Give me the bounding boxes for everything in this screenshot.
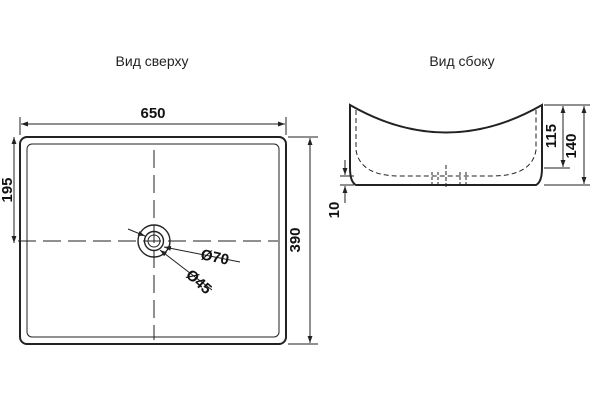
- total-height-label: 140: [563, 133, 580, 158]
- side-view-title: Вид сбоку: [429, 53, 494, 69]
- top-view-title: Вид сверху: [116, 53, 189, 69]
- width-dimension-label: 650: [140, 105, 165, 122]
- side-inner-bowl: [355, 110, 537, 177]
- drain-outer-diameter-label: Ø70: [199, 246, 230, 269]
- drain-leader-arrow-left: [127, 228, 146, 237]
- drain-offset-dimension-label: 195: [0, 177, 16, 202]
- base-thickness-label: 10: [326, 202, 343, 219]
- drain-core-circle: [147, 234, 161, 248]
- depth-dimension-label: 390: [287, 227, 304, 252]
- side-outer-outline: [349, 103, 543, 186]
- inner-height-label: 115: [543, 124, 560, 148]
- top-view: Ø70 Ø45 650 390 195: [0, 105, 318, 345]
- drain-outer-leader: [163, 245, 241, 263]
- drain-inner-circle: [143, 230, 165, 252]
- drain-outer-circle: [137, 224, 171, 258]
- side-view: 115 140 10: [326, 103, 590, 219]
- drain-inner-leader: [159, 249, 213, 291]
